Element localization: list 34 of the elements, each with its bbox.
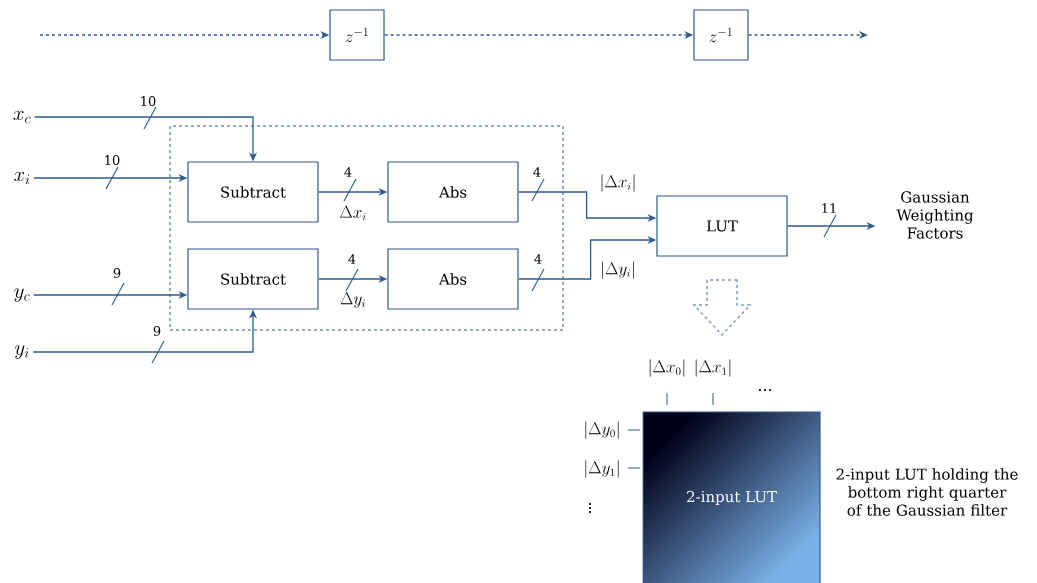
signal-label: $\Delta y_i$: [340, 292, 365, 308]
edge-label: 10: [138, 95, 158, 107]
input-label: $y_c$: [14, 288, 30, 302]
delay-box: $z^{-1}$: [329, 9, 385, 61]
process-box: Abs: [387, 161, 519, 223]
dashed-group-box: [169, 125, 564, 331]
edge-label: 11: [819, 202, 839, 214]
signal-label: $|\Delta y_i|$: [602, 261, 634, 279]
process-box: LUT: [656, 195, 788, 257]
process-box: Abs: [387, 248, 519, 310]
caption-text: 2-input LUT holding the bottom right quarter of the Gaussian filter: [836, 468, 1018, 516]
lut-block: 2-input LUT: [642, 411, 821, 583]
axis-label: $|\Delta x_0|$: [649, 359, 685, 377]
edge-label: 9: [111, 267, 123, 279]
axis-label: $|\Delta x_1|$: [695, 359, 731, 377]
edge-label: 9: [151, 325, 163, 337]
signal-label: $|\Delta x_i|$: [601, 174, 635, 192]
edge-label: 4: [346, 253, 358, 265]
axis-label: $|\Delta y_0|$: [585, 421, 619, 439]
edge-label: 4: [531, 166, 543, 178]
axis-label: $|\Delta y_1|$: [585, 460, 619, 478]
ellipsis: ...: [758, 388, 772, 392]
process-box: Subtract: [187, 248, 319, 310]
output-text: Gaussian Weighting Factors: [896, 191, 974, 239]
process-box: Subtract: [187, 161, 319, 223]
edge-label: 4: [532, 253, 544, 265]
edge-label: 10: [102, 154, 122, 166]
signal-label: $\Delta x_i$: [340, 205, 366, 221]
input-label: $x_i$: [14, 171, 30, 185]
delay-box: $z^{-1}$: [693, 9, 749, 61]
input-label: $y_i$: [14, 345, 29, 359]
ellipsis: $\vdots$: [588, 502, 592, 514]
input-label: $x_c$: [13, 110, 31, 124]
edge-label: 4: [342, 166, 354, 178]
